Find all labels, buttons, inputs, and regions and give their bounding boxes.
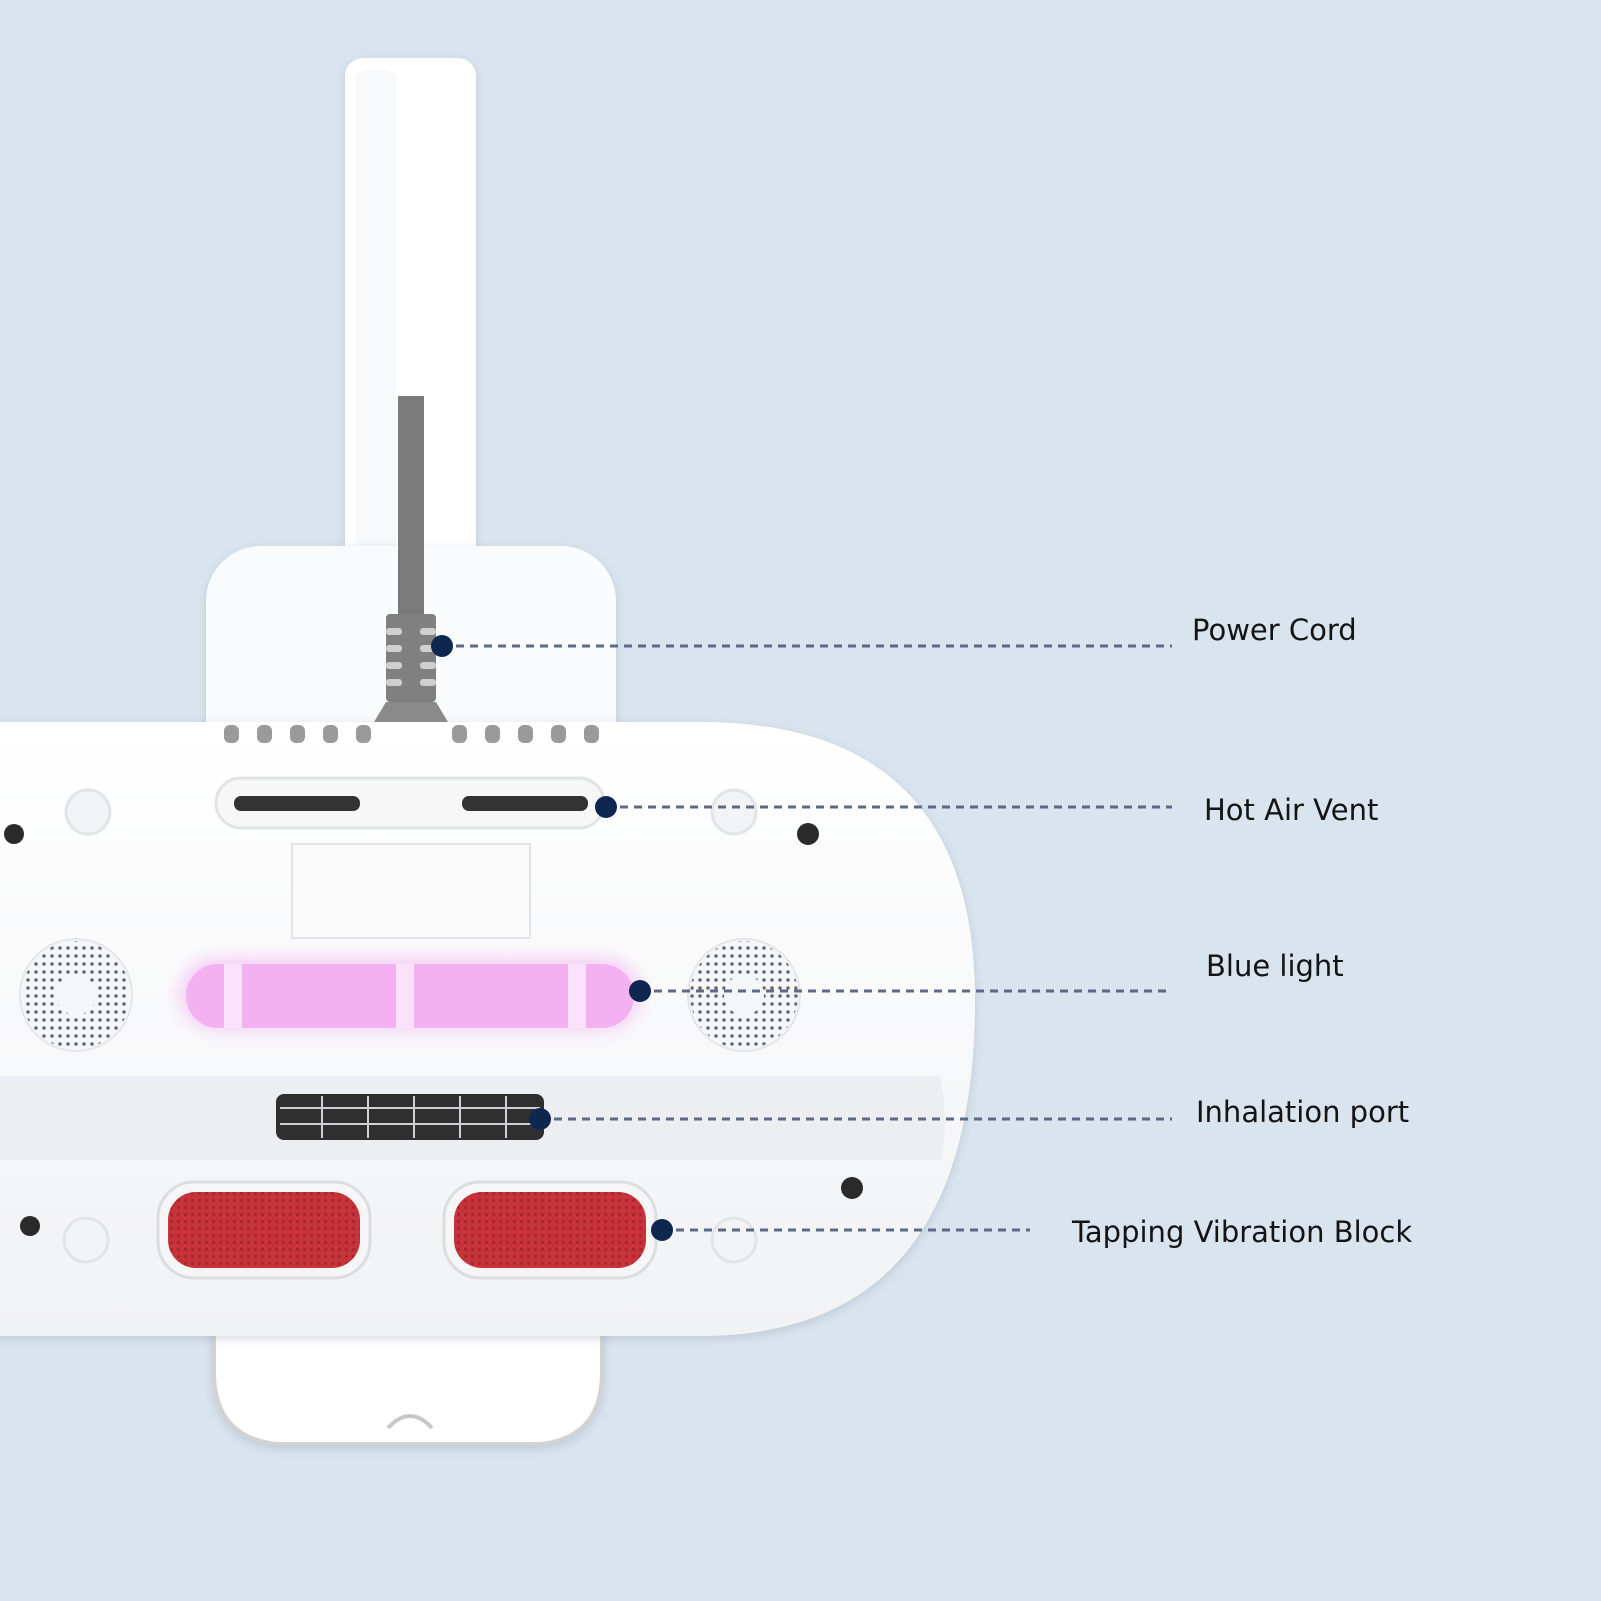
vent-teeth bbox=[224, 725, 599, 743]
bumpers bbox=[62, 788, 758, 1264]
right-speaker bbox=[687, 938, 801, 1052]
callout-leaders bbox=[442, 644, 1172, 1232]
hot-air-vent bbox=[214, 776, 606, 830]
blue-light-marker bbox=[629, 980, 651, 1002]
tapping-blocks bbox=[156, 1180, 658, 1280]
inhalation-port-marker bbox=[529, 1108, 551, 1130]
callout-markers bbox=[431, 635, 673, 1241]
lower-band bbox=[0, 1076, 945, 1160]
callout-label-power-cord: Power Cord bbox=[1192, 613, 1357, 647]
power-cord bbox=[374, 396, 448, 722]
tapping-vibration-block-marker bbox=[651, 1219, 673, 1241]
uv-lamp bbox=[180, 958, 640, 1030]
callout-label-blue-light: Blue light bbox=[1206, 949, 1344, 983]
callout-label-tapping-vibration-block: Tapping Vibration Block bbox=[1072, 1215, 1413, 1249]
left-speaker bbox=[19, 938, 133, 1052]
hot-air-vent-marker bbox=[595, 796, 617, 818]
screws bbox=[4, 823, 863, 1236]
label-plate bbox=[291, 843, 531, 939]
callout-label-hot-air-vent: Hot Air Vent bbox=[1204, 793, 1379, 827]
power-cord-marker bbox=[431, 635, 453, 657]
callout-label-inhalation-port: Inhalation port bbox=[1196, 1095, 1410, 1129]
